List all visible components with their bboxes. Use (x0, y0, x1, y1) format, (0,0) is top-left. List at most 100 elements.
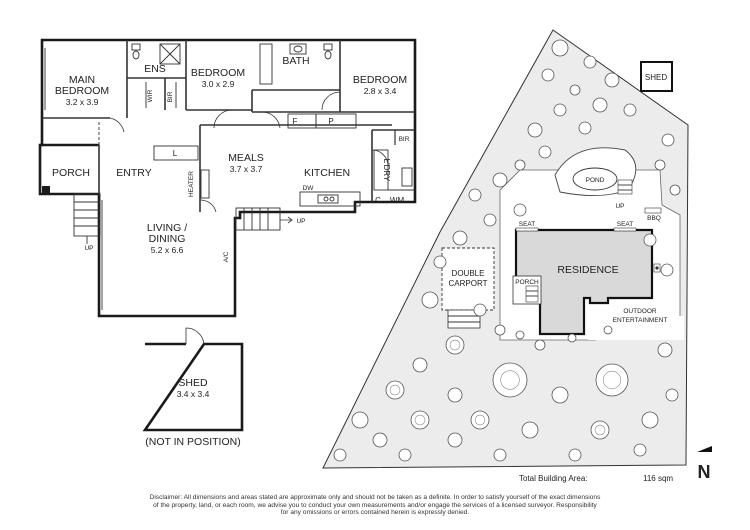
shed-label: SHED (178, 377, 208, 389)
outdoor-label-2: ENTERTAINMENT (613, 317, 668, 324)
outdoor-label: OUTDOOR (623, 308, 657, 315)
carport-label-2: CARPORT (449, 279, 488, 288)
tree-icon (623, 103, 637, 117)
meals-dim: 3.7 x 3.7 (230, 164, 263, 174)
up-label-2: UP (296, 218, 305, 225)
tree-icon (493, 448, 507, 462)
tree-icon (602, 370, 622, 390)
porch-post (42, 186, 50, 194)
tree-icon (473, 303, 487, 317)
tree-icon (553, 103, 567, 117)
tree-icon (660, 263, 674, 277)
total-area-label: Total Building Area: (519, 474, 588, 483)
tree-icon (527, 122, 543, 138)
tree-icon (603, 325, 613, 335)
shed-plan: SHED 3.4 x 3.4 (NOT IN POSITION) (142, 327, 244, 448)
tree-icon (452, 230, 468, 246)
site-up-label: UP (615, 203, 624, 210)
tree-icon (514, 159, 526, 171)
porch-label: PORCH (52, 167, 90, 179)
tree-icon (410, 410, 430, 430)
ldry-label: L'DRY (382, 159, 391, 182)
tree-icon (568, 448, 582, 462)
tree-icon (372, 432, 388, 448)
tree-icon (483, 213, 497, 227)
tree-icon (398, 448, 412, 462)
tree-icon (657, 342, 673, 358)
tree-icon (654, 159, 666, 171)
total-area-value: 116 sqm (643, 474, 673, 483)
tree-icon (468, 188, 482, 202)
tree-icon (551, 386, 569, 404)
tree-icon (449, 339, 461, 351)
tree-icon (445, 335, 465, 355)
site-shed-label: SHED (645, 73, 667, 82)
living-dim: 5.2 x 6.6 (151, 245, 184, 255)
carport-label: DOUBLE (452, 269, 485, 278)
wm-label: WM (390, 196, 405, 205)
linen-label: L (173, 149, 178, 158)
main-bedroom-label-2: BEDROOM (55, 85, 109, 97)
tree-icon (494, 324, 506, 336)
seat-label-2: SEAT (617, 221, 634, 228)
not-in-position-label: (NOT IN POSITION) (145, 436, 240, 448)
tree-icon (470, 410, 490, 430)
seat-label-1: SEAT (519, 221, 536, 228)
tree-icon (633, 443, 647, 457)
c-label: C (375, 196, 381, 205)
bir-label-1: BIR (167, 91, 174, 102)
bedroom3-label: BEDROOM (353, 74, 407, 86)
tree-icon (541, 68, 555, 82)
tree-icon (595, 363, 629, 397)
north-label: N (698, 462, 711, 482)
tree-icon (665, 388, 679, 402)
tree-icon (534, 339, 546, 351)
meals-label: MEALS (228, 152, 264, 164)
tree-icon (492, 362, 528, 398)
bedroom2-dim: 3.0 x 2.9 (202, 79, 235, 89)
bedroom3-dim: 2.8 x 3.4 (364, 86, 397, 96)
living-label-2: DINING (149, 233, 186, 245)
tree-icon (447, 432, 463, 448)
up-label-1: UP (84, 245, 93, 252)
tree-group (333, 39, 681, 462)
heater-label: HEATER (188, 171, 195, 197)
tree-icon (421, 291, 439, 309)
tree-icon (551, 39, 569, 57)
kitchen-label: KITCHEN (304, 167, 350, 179)
tree-icon (414, 414, 426, 426)
tree-icon (669, 184, 681, 196)
tree-icon (578, 121, 592, 135)
pantry-label: P (328, 117, 333, 126)
tree-icon (641, 411, 659, 429)
tree-icon (447, 387, 463, 403)
wir-label: WIR (147, 89, 154, 102)
tree-icon (567, 333, 577, 343)
site-plan: SHED POND UP BBQ SEAT SEAT RESIDENCE DOU… (322, 29, 689, 469)
fridge-label: F (293, 117, 298, 126)
disclaimer-line: Disclaimer: All dimensions and areas sta… (149, 494, 601, 501)
disclaimer-line: of the property, land, or each room, we … (153, 501, 597, 509)
residence-label: RESIDENCE (557, 264, 618, 276)
house-plan: MAIN BEDROOM 3.2 x 3.9 ENS WIR BIR BEDRO… (38, 38, 417, 318)
tree-icon (474, 414, 486, 426)
site-porch-label: PORCH (515, 279, 539, 286)
tree-icon (643, 233, 657, 247)
disclaimer: Disclaimer: All dimensions and areas sta… (0, 494, 750, 517)
tree-icon (592, 97, 608, 113)
tree-icon (385, 380, 405, 400)
disclaimer-line: for any omissions or errors contained he… (280, 509, 470, 517)
tree-icon (433, 255, 447, 269)
main-bedroom-dim: 3.2 x 3.9 (66, 97, 99, 107)
tree-icon (513, 203, 527, 217)
main-bedroom-label: MAIN (69, 74, 95, 86)
bir-label-2: BIR (399, 136, 410, 143)
bath-label: BATH (282, 55, 309, 67)
tree-icon (521, 421, 539, 439)
dw-label: DW (303, 185, 315, 192)
bbq-label: BBQ (647, 215, 661, 222)
tree-icon (333, 448, 347, 462)
tree-icon (583, 55, 597, 69)
ac-label: A/C (223, 251, 230, 262)
